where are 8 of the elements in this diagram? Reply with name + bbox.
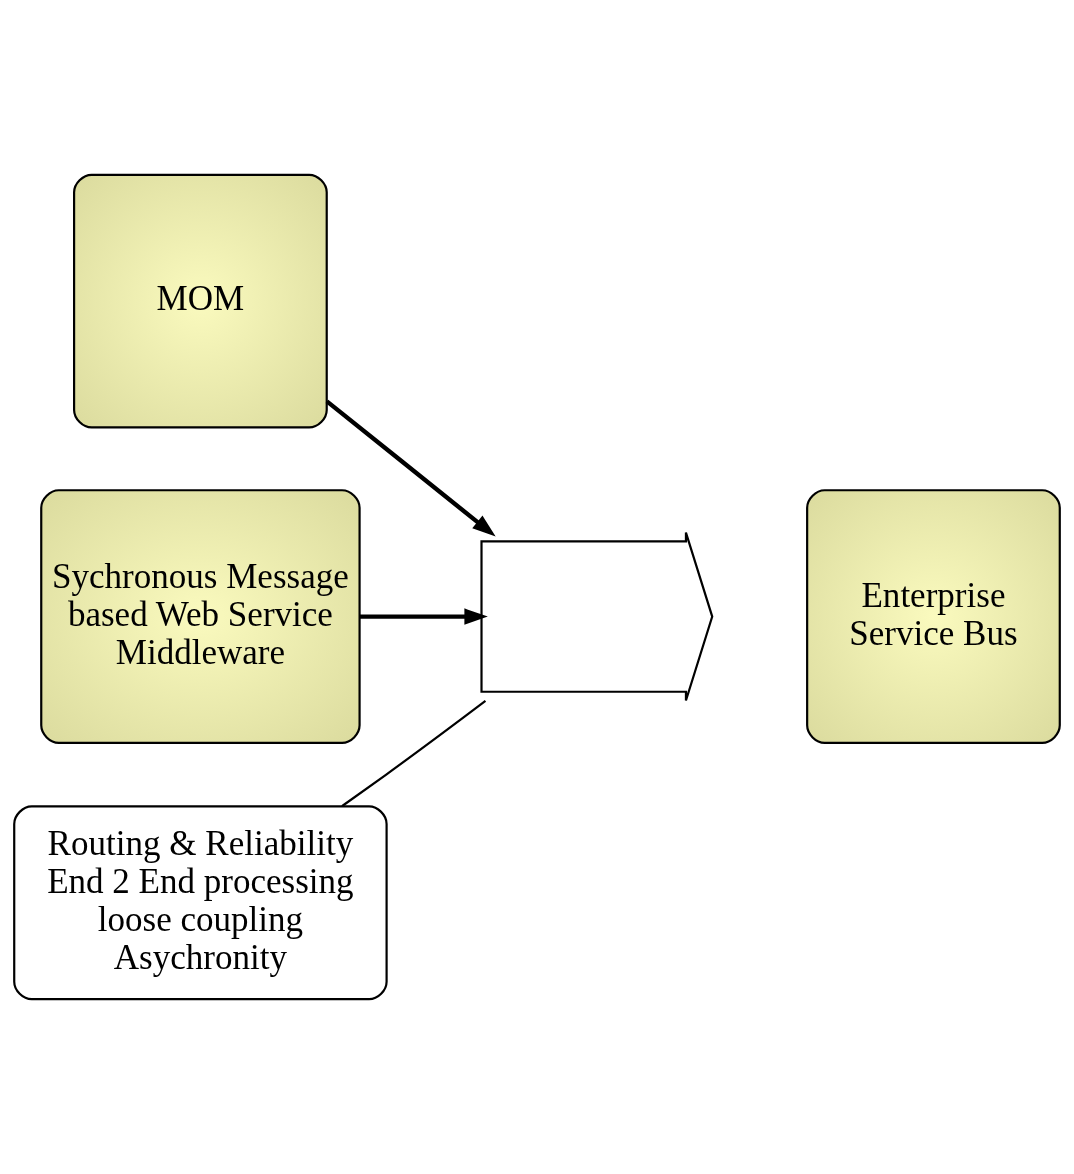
node-box: Enterprise Service Bus xyxy=(806,489,1061,744)
node-box: MOM xyxy=(73,173,328,429)
arrow xyxy=(359,608,488,625)
node-box: Sychronous Message based Web Service Middleware xyxy=(40,489,361,744)
arrow xyxy=(325,399,496,537)
connector xyxy=(341,700,487,808)
node-box: Routing & Reliability End 2 End processing loose coupling Asychronity xyxy=(13,805,388,1001)
node-arrow xyxy=(480,531,714,702)
